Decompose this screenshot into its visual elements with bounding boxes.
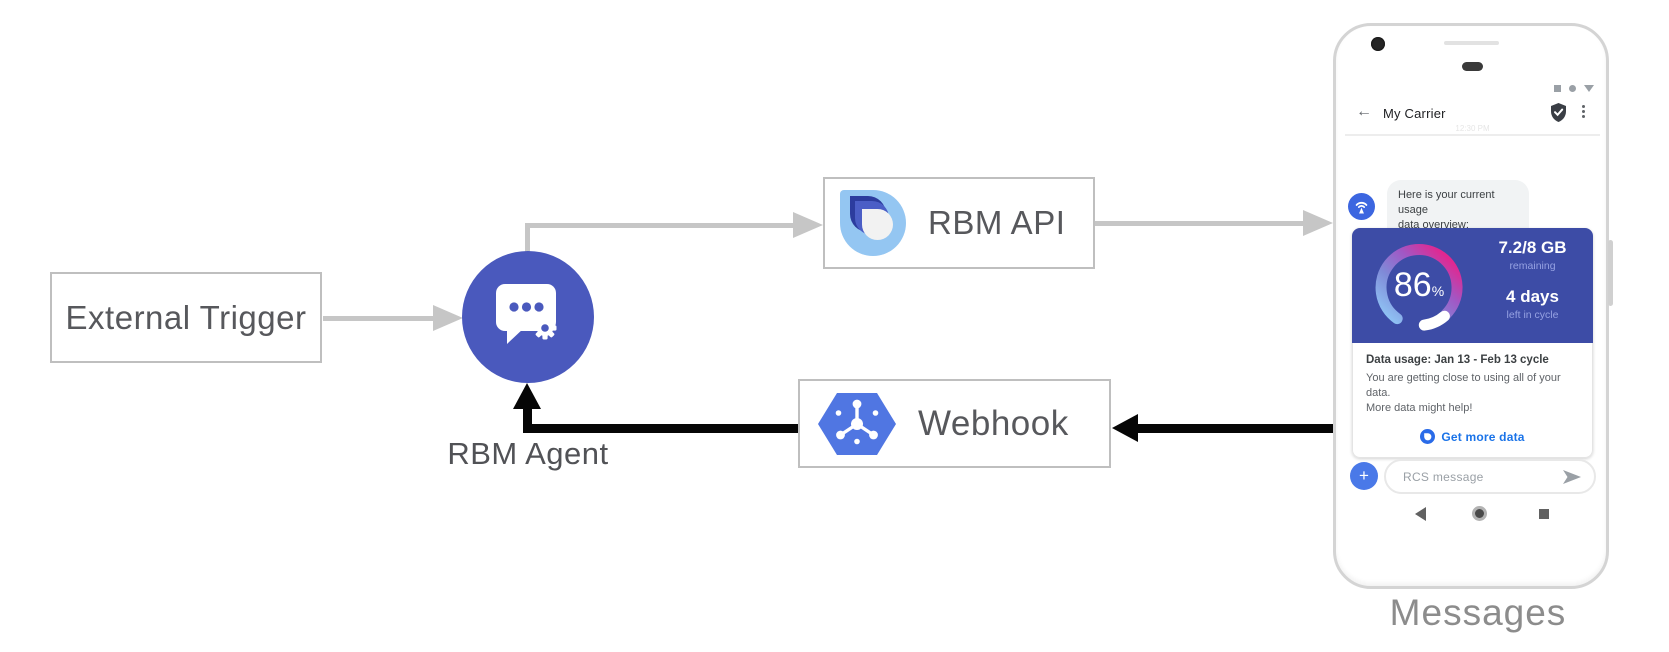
arrow-trigger-to-agent-head — [433, 305, 463, 331]
get-more-data-icon — [1420, 429, 1436, 444]
rbm-api-label: RBM API — [928, 204, 1066, 241]
volume-button — [1608, 240, 1613, 306]
arrow-webhook-to-agent-vertical — [523, 406, 532, 433]
antenna-broadcast-icon — [1353, 198, 1370, 215]
webhook-box: Webhook — [798, 379, 1111, 468]
usage-card-title: Data usage: Jan 13 - Feb 13 cycle — [1366, 354, 1549, 366]
send-icon[interactable] — [1562, 469, 1582, 485]
usage-gauge: 86% — [1369, 236, 1469, 336]
arrow-agent-to-api-vertical — [525, 227, 530, 253]
arrow-phone-to-webhook-head — [1112, 414, 1138, 442]
status-signal-icon — [1584, 85, 1594, 92]
faint-timestamp: 12:30 PM — [1455, 124, 1490, 133]
attach-plus-button[interactable]: + — [1350, 462, 1378, 490]
usage-card-text: You are getting close to using all of yo… — [1366, 372, 1561, 414]
days-left-caption: left in cycle — [1506, 309, 1559, 321]
quota-caption: remaining — [1509, 260, 1556, 272]
get-more-data-label: Get more data — [1441, 429, 1525, 444]
front-camera — [1371, 37, 1385, 51]
webhook-label: Webhook — [918, 403, 1069, 443]
nav-home-button[interactable] — [1472, 506, 1487, 521]
status-square-icon — [1554, 85, 1561, 92]
external-trigger-label: External Trigger — [65, 298, 307, 336]
arrow-api-to-phone — [1095, 221, 1303, 226]
usage-card-stats: 7.2/8 GB remaining 4 days left in cycle — [1480, 238, 1585, 321]
usage-rich-card: 86% 7.2/8 GB remaining 4 days left in cy… — [1352, 228, 1593, 458]
arrow-trigger-to-agent — [323, 316, 435, 321]
nav-recents-button[interactable] — [1539, 509, 1549, 519]
get-more-data-button[interactable]: Get more data — [1366, 429, 1579, 444]
rbm-agent-node — [462, 251, 594, 383]
earpiece-speaker — [1462, 62, 1483, 71]
arrow-webhook-to-agent-head — [513, 383, 541, 409]
usage-card-body: Data usage: Jan 13 - Feb 13 cycle You ar… — [1352, 343, 1593, 458]
nav-back-button[interactable] — [1415, 507, 1426, 521]
quota-value: 7.2/8 GB — [1498, 238, 1567, 257]
arrow-phone-to-webhook — [1136, 424, 1333, 433]
rcs-message-input[interactable] — [1401, 468, 1562, 485]
verified-shield-icon — [1550, 103, 1567, 127]
header-divider — [1345, 134, 1600, 136]
days-left-value: 4 days — [1506, 287, 1559, 306]
conversation-header: ← My Carrier — [1345, 98, 1600, 132]
arrow-agent-to-api-horizontal — [525, 223, 795, 228]
phone-caption: Messages — [1389, 592, 1567, 633]
status-bar — [1554, 85, 1594, 92]
chat-bubble-gear-icon — [493, 282, 563, 353]
arrow-api-to-phone-head — [1303, 210, 1333, 236]
kebab-menu-icon[interactable] — [1582, 105, 1585, 118]
rbm-teardrop-logo-icon — [840, 190, 906, 256]
phone-mockup: ← My Carrier 12:30 PM — [1333, 23, 1613, 589]
agent-avatar — [1348, 193, 1375, 220]
gauge-percent-sign: % — [1431, 283, 1445, 299]
usage-card-header: 86% 7.2/8 GB remaining 4 days left in cy… — [1352, 228, 1593, 343]
antenna-slot — [1444, 41, 1499, 45]
status-dot-icon — [1569, 85, 1576, 92]
message-line-1: Here is your current usage — [1398, 189, 1495, 216]
gauge-percent: 86 — [1393, 266, 1432, 304]
messages-app-screen: ← My Carrier 12:30 PM — [1345, 78, 1600, 528]
pubsub-hexagon-icon — [816, 391, 898, 457]
external-trigger-box: External Trigger — [50, 272, 322, 363]
compose-field — [1384, 459, 1596, 494]
rbm-agent-label: RBM Agent — [447, 436, 609, 471]
arrow-webhook-to-agent-horizontal — [523, 424, 798, 433]
rbm-api-box: RBM API — [823, 177, 1095, 269]
gauge-value: 86% — [1369, 266, 1469, 305]
arrow-agent-to-api-head — [793, 212, 823, 238]
conversation-title: My Carrier — [1383, 106, 1446, 121]
back-arrow-icon[interactable]: ← — [1356, 103, 1372, 120]
